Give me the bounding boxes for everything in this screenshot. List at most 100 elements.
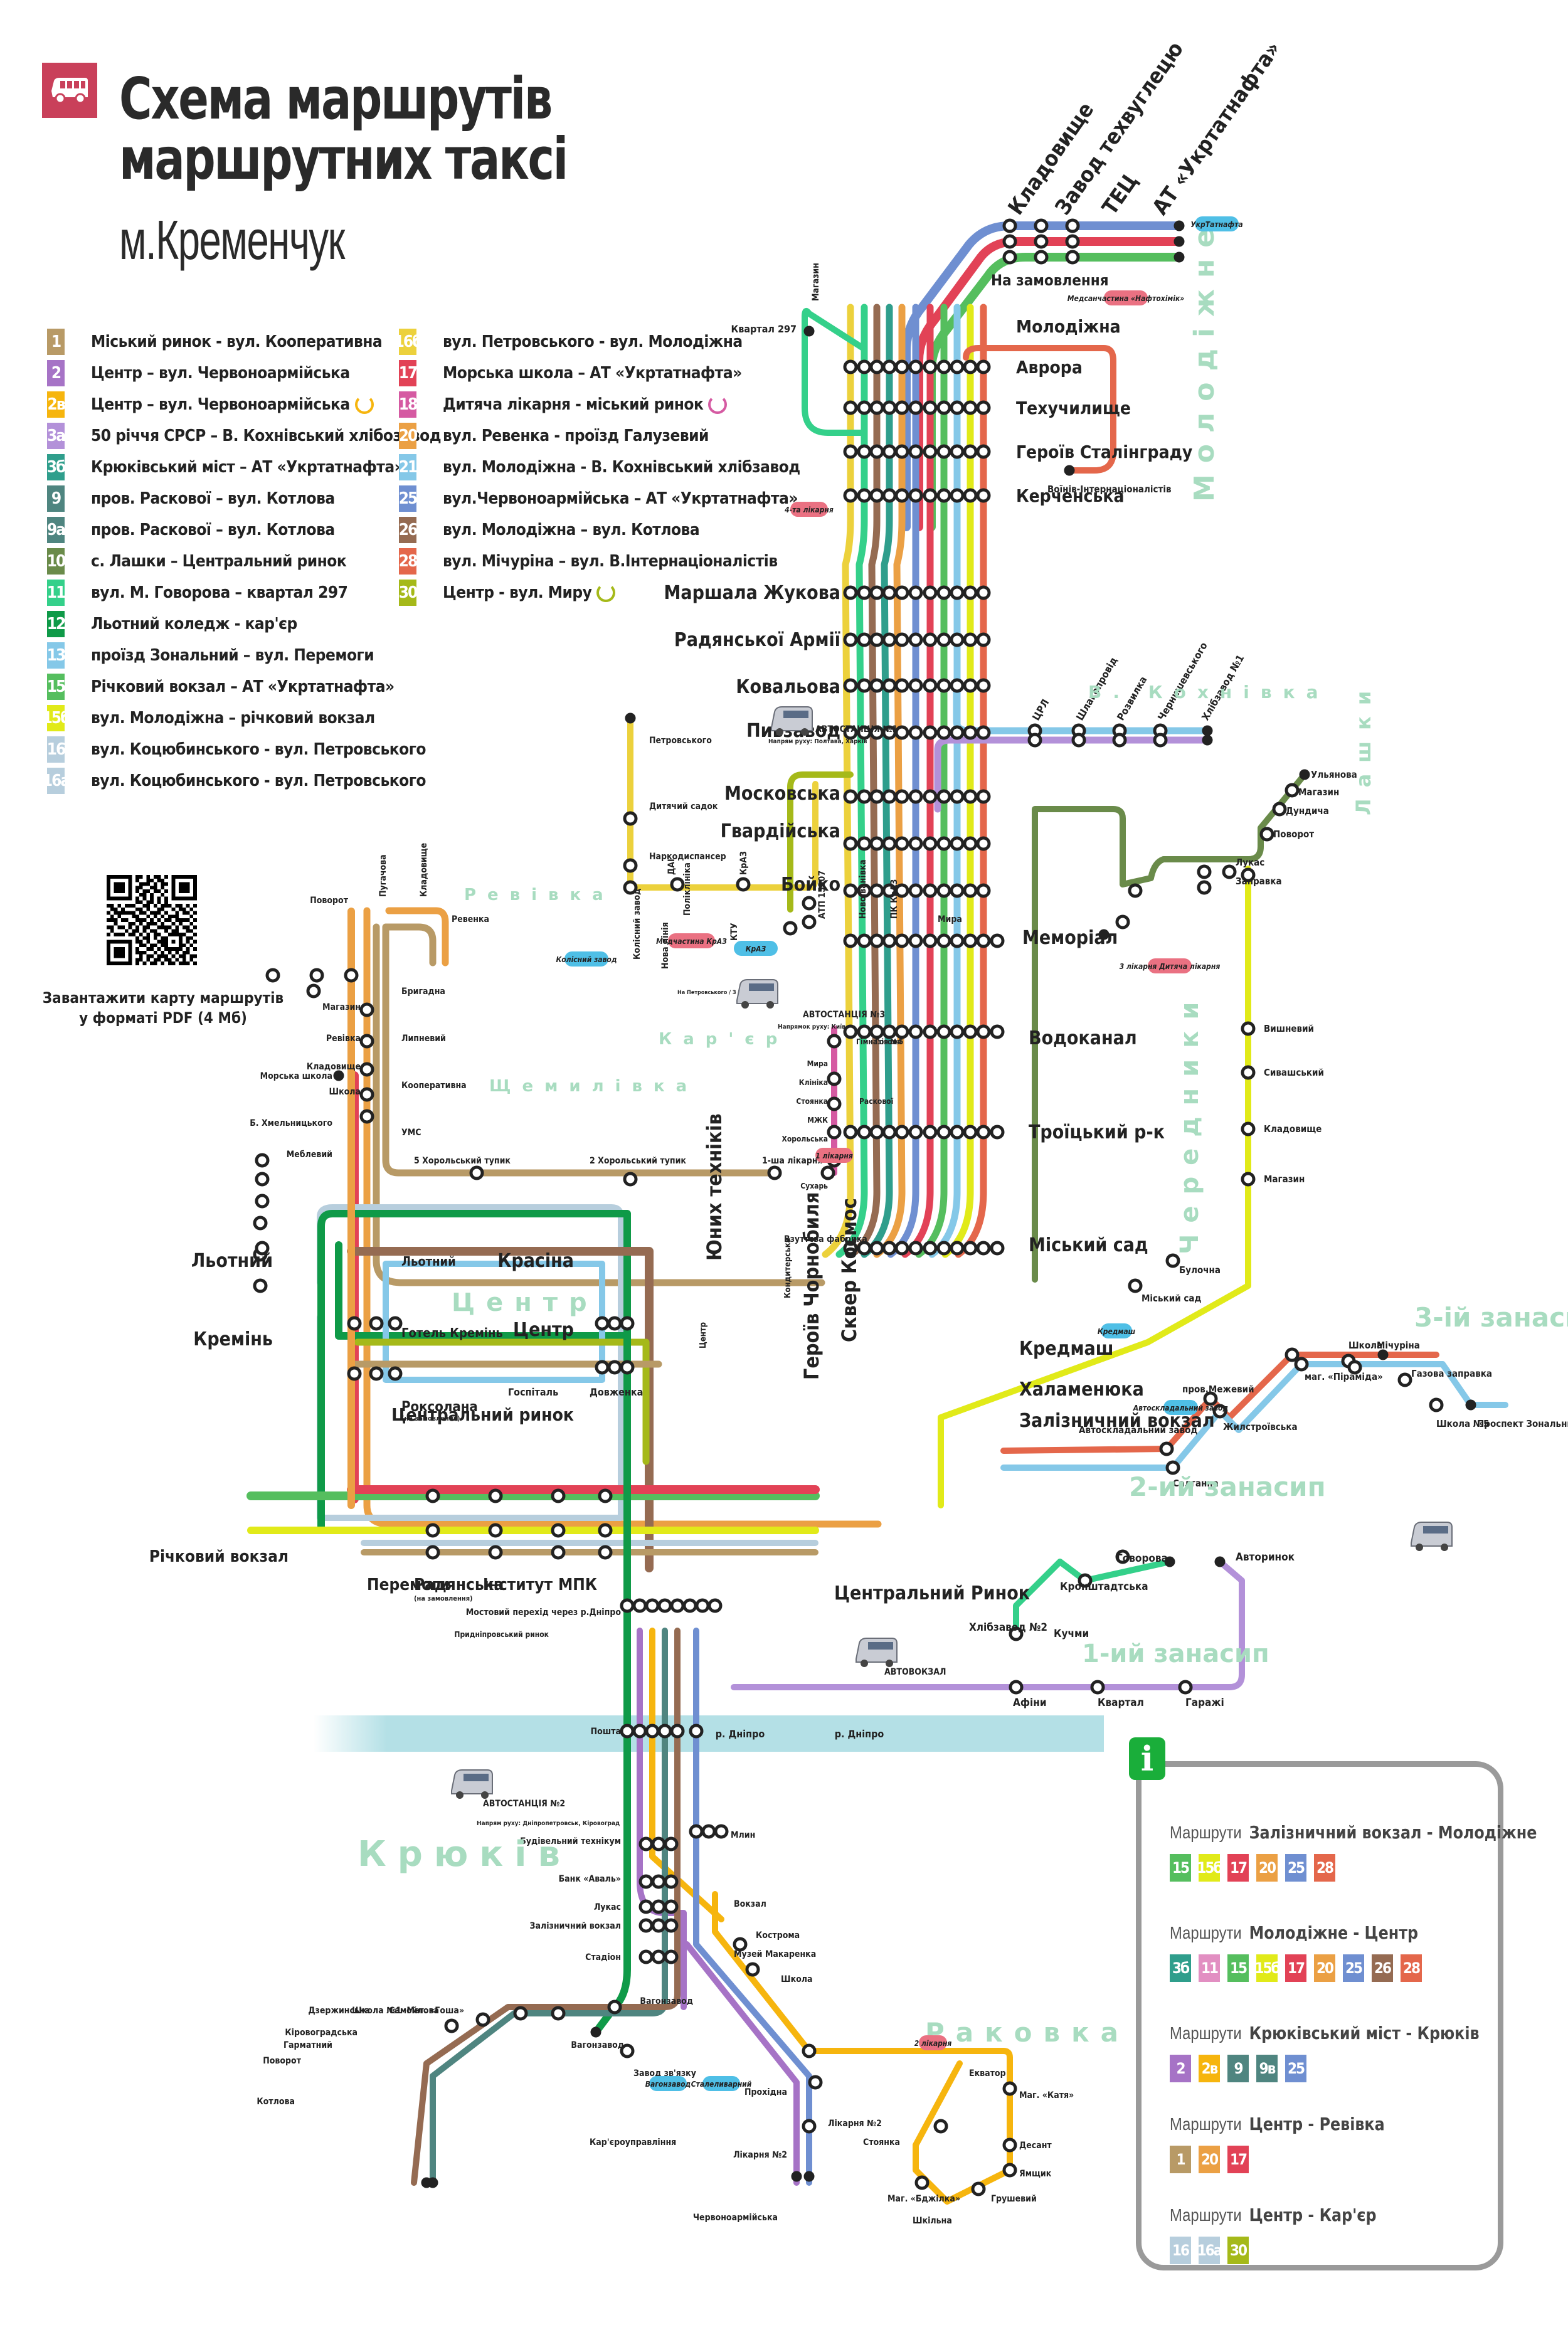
stop-marker[interactable] [963, 359, 978, 374]
stop-marker[interactable] [427, 2177, 438, 2188]
stop-marker[interactable] [976, 359, 991, 374]
poi-avtoskladalnyi[interactable] [1163, 1400, 1198, 1415]
stop-marker[interactable] [857, 678, 872, 693]
stop-marker[interactable] [306, 983, 321, 999]
stop-marker[interactable] [1173, 236, 1185, 247]
stop-marker[interactable] [1347, 1360, 1362, 1375]
route-line-11[interactable] [802, 308, 866, 436]
route-line-10[interactable] [1032, 771, 1308, 1283]
route-line-30[interactable] [354, 1338, 650, 1465]
stop-marker[interactable] [359, 1062, 374, 1077]
route-line-15б[interactable] [938, 866, 1251, 1508]
stop-marker[interactable] [908, 359, 923, 374]
stop-marker[interactable] [1241, 1121, 1256, 1136]
stop-marker[interactable] [1203, 1391, 1218, 1406]
stop-marker[interactable] [488, 1488, 503, 1503]
stop-marker[interactable] [936, 1024, 951, 1039]
stop-marker[interactable] [632, 1598, 647, 1613]
stop-marker[interactable] [475, 2012, 490, 2027]
route-line-3а[interactable] [731, 1559, 1245, 1690]
stop-marker[interactable] [1002, 2163, 1017, 2178]
stop-marker[interactable] [869, 1024, 884, 1039]
stop-marker[interactable] [936, 585, 951, 600]
stop-marker[interactable] [933, 2119, 948, 2134]
stop-marker[interactable] [1241, 867, 1256, 882]
stop-marker[interactable] [936, 933, 951, 948]
stop-marker[interactable] [843, 725, 858, 740]
stop-marker[interactable] [695, 1598, 710, 1613]
bus-station-icon[interactable] [771, 706, 813, 736]
poi-hospital-3[interactable] [1148, 958, 1192, 973]
stop-marker[interactable] [827, 1096, 842, 1111]
stop-marker[interactable] [857, 359, 872, 374]
stop-marker[interactable] [1159, 1441, 1174, 1456]
stop-marker[interactable] [908, 444, 923, 459]
stop-marker[interactable] [908, 678, 923, 693]
stop-marker[interactable] [869, 632, 884, 647]
stop-marker[interactable] [894, 1241, 909, 1256]
stop-marker[interactable] [444, 2018, 459, 2033]
stop-marker[interactable] [843, 585, 858, 600]
stop-marker[interactable] [843, 789, 858, 804]
route-line-11[interactable] [835, 304, 868, 1258]
stop-marker[interactable] [894, 632, 909, 647]
poi-medkraz[interactable] [668, 933, 715, 948]
route-line-2[interactable] [684, 1941, 800, 2186]
stop-marker[interactable] [976, 585, 991, 600]
stop-marker[interactable] [333, 1070, 344, 1081]
stop-marker[interactable] [950, 1241, 965, 1256]
stop-marker[interactable] [802, 2119, 817, 2134]
stop-marker[interactable] [936, 836, 951, 851]
stop-marker[interactable] [963, 883, 978, 898]
stop-marker[interactable] [923, 725, 938, 740]
stop-marker[interactable] [1173, 252, 1185, 263]
stop-marker[interactable] [1090, 1680, 1105, 1695]
stop-marker[interactable] [253, 1278, 268, 1293]
stop-marker[interactable] [791, 2171, 802, 2182]
stop-marker[interactable] [827, 1034, 842, 1049]
stop-marker[interactable] [638, 1874, 654, 1889]
bus-station-icon[interactable] [1411, 1522, 1453, 1551]
stop-marker[interactable] [347, 1366, 362, 1381]
stop-marker[interactable] [1027, 733, 1042, 748]
stop-marker[interactable] [767, 1165, 782, 1180]
stop-marker[interactable] [976, 725, 991, 740]
stop-marker[interactable] [645, 1724, 660, 1739]
stop-marker[interactable] [950, 789, 965, 804]
stop-marker[interactable] [936, 678, 951, 693]
stop-marker[interactable] [908, 585, 923, 600]
stop-marker[interactable] [1002, 2081, 1017, 2096]
route-line-25[interactable] [887, 304, 919, 1258]
stop-marker[interactable] [595, 1316, 610, 1331]
stop-marker[interactable] [1002, 2137, 1017, 2153]
stop-marker[interactable] [1065, 234, 1080, 249]
route-line-15б[interactable] [941, 304, 974, 1258]
stop-marker[interactable] [388, 1316, 403, 1331]
stop-marker[interactable] [1112, 733, 1127, 748]
stop-marker[interactable] [923, 933, 938, 948]
stop-marker[interactable] [1272, 802, 1287, 817]
stop-marker[interactable] [255, 1194, 270, 1209]
stop-marker[interactable] [908, 836, 923, 851]
stop-marker[interactable] [894, 400, 909, 415]
stop-marker[interactable] [990, 1125, 1005, 1140]
stop-marker[interactable] [923, 400, 938, 415]
stop-marker[interactable] [590, 2026, 601, 2038]
stop-marker[interactable] [882, 444, 897, 459]
stop-marker[interactable] [255, 1172, 270, 1187]
stop-marker[interactable] [488, 1545, 503, 1560]
stop-marker[interactable] [976, 933, 991, 948]
stop-marker[interactable] [908, 883, 923, 898]
stop-marker[interactable] [651, 1949, 666, 1964]
stop-marker[interactable] [894, 1125, 909, 1140]
stop-marker[interactable] [551, 1523, 566, 1538]
route-line-11[interactable] [1013, 1559, 1173, 1640]
